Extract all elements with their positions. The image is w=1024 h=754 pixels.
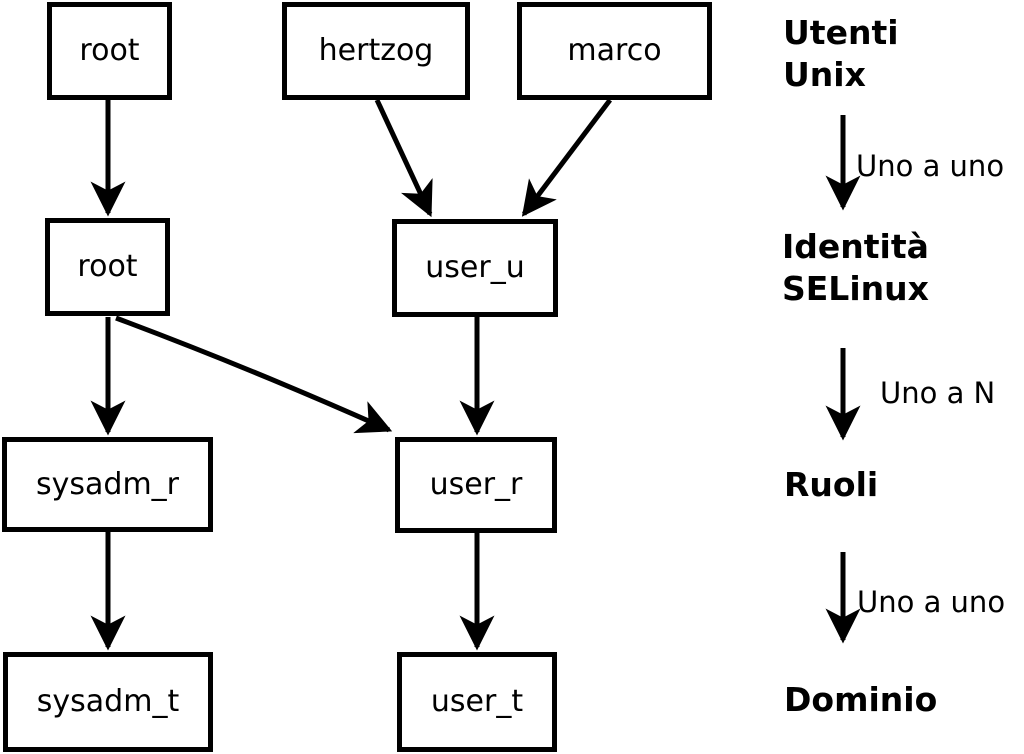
node-domain-user-t: user_t — [397, 652, 557, 752]
legend-relation-uno-a-uno-2: Uno a uno — [857, 585, 1006, 619]
node-label: user_r — [429, 467, 523, 502]
node-unix-user-root: root — [47, 2, 172, 100]
node-label: root — [77, 249, 138, 284]
node-unix-user-marco: marco — [517, 2, 712, 100]
legend-relation-uno-a-n: Uno a N — [880, 376, 996, 410]
node-unix-user-hertzog: hertzog — [282, 2, 470, 100]
node-label: sysadm_t — [36, 684, 180, 719]
node-selinux-identity-user-u: user_u — [392, 219, 558, 317]
legend-line: Unix — [783, 55, 866, 94]
legend-line: Identità — [782, 227, 929, 266]
legend-relation-uno-a-uno-1: Uno a uno — [856, 149, 1005, 183]
node-label: marco — [567, 33, 662, 68]
legend-line: Dominio — [784, 680, 938, 719]
legend-line: SELinux — [782, 269, 929, 308]
node-domain-sysadm-t: sysadm_t — [3, 652, 213, 752]
legend-line: Utenti — [783, 13, 899, 52]
legend-level-ruoli: Ruoli — [784, 464, 878, 506]
node-label: hertzog — [318, 33, 434, 68]
node-label: sysadm_r — [36, 466, 179, 502]
arrow-hertzog-to-user-u — [374, 98, 433, 218]
node-selinux-identity-root: root — [45, 218, 170, 316]
node-role-user-r: user_r — [395, 437, 557, 533]
arrow-root-to-user-r — [115, 315, 393, 434]
legend-line: Ruoli — [784, 465, 879, 504]
node-label: root — [79, 33, 140, 68]
legend-level-dominio: Dominio — [784, 679, 937, 721]
arrow-marco-to-user-u — [521, 98, 612, 217]
legend-level-utenti-unix: Utenti Unix — [783, 12, 899, 96]
legend-level-identita-selinux: Identità SELinux — [782, 226, 929, 310]
node-role-sysadm-r: sysadm_r — [2, 437, 213, 532]
node-label: user_t — [430, 684, 524, 719]
node-label: user_u — [425, 250, 525, 285]
